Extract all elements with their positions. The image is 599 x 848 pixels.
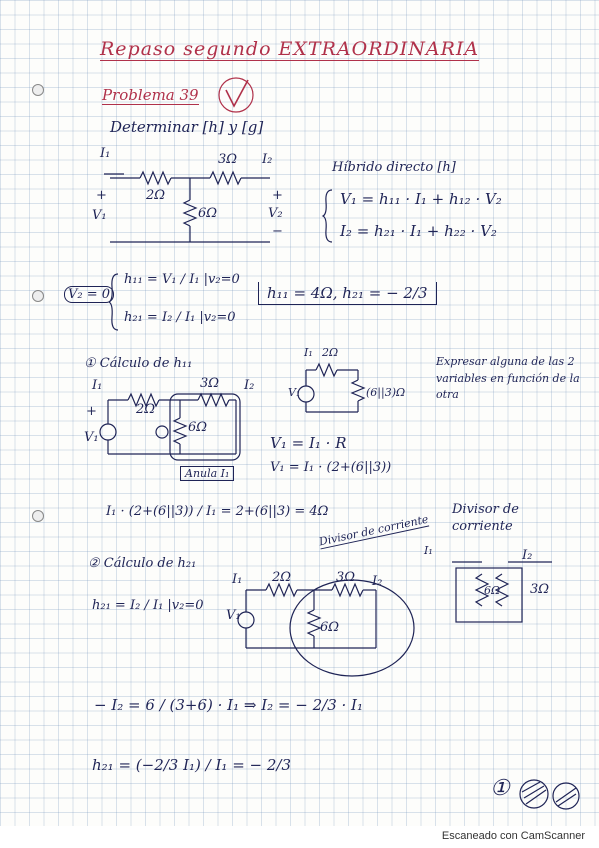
divisor-i1: I₁ bbox=[424, 544, 433, 557]
label-i1: I₁ bbox=[100, 146, 111, 161]
hybrid-eq1: V₁ = h₁₁ · I₁ + h₁₂ · V₂ bbox=[340, 190, 502, 208]
eq-circuit-i1: I₁ bbox=[304, 346, 313, 359]
binder-hole bbox=[32, 84, 44, 96]
result-box: h₁₁ = 4Ω, h₂₁ = − 2/3 bbox=[258, 282, 437, 305]
plus-right: + bbox=[272, 188, 283, 203]
divisor-title: Divisor de corriente bbox=[452, 502, 519, 534]
anula-label: Anula I₁ bbox=[180, 466, 235, 481]
step2-r3: 3Ω bbox=[336, 570, 356, 585]
step2-h21-def: h₂₁ = I₂ / I₁ |v₂=0 bbox=[92, 598, 204, 613]
hybrid-eq2: I₂ = h₂₁ · I₁ + h₂₂ · V₂ bbox=[340, 222, 497, 240]
step1-circuit bbox=[99, 392, 241, 461]
step2-eq-i2: − I₂ = 6 / (3+6) · I₁ ⇒ I₂ = − 2/3 · I₁ bbox=[94, 696, 363, 714]
h21-definition: h₂₁ = I₂ / I₁ |v₂=0 bbox=[124, 310, 236, 325]
scanner-footer: Escaneado con CamScanner bbox=[0, 826, 599, 848]
label-v1: V₁ bbox=[92, 208, 107, 223]
step2-r6: 6Ω bbox=[320, 620, 340, 635]
brace-icon bbox=[321, 189, 333, 243]
step1-r2: 2Ω bbox=[136, 402, 156, 417]
page-title: Repaso segundo EXTRAORDINARIA bbox=[100, 38, 480, 61]
step2-i1: I₁ bbox=[232, 572, 243, 587]
step1-i2: I₂ bbox=[244, 378, 255, 393]
step2-circuit bbox=[237, 579, 415, 677]
scanner-watermark: Escaneado con CamScanner bbox=[441, 830, 585, 842]
step1-label: ① Cálculo de h₁₁ bbox=[84, 356, 193, 371]
step1-eq-v1b: V₁ = I₁ · (2+(6||3)) bbox=[270, 460, 392, 475]
minus-right: − bbox=[272, 224, 283, 239]
step1-plus: + bbox=[86, 404, 97, 419]
divisor-tilted-label: Divisor de corriente bbox=[317, 512, 430, 550]
page-number: ① bbox=[490, 776, 510, 801]
label-r3: 3Ω bbox=[218, 152, 238, 167]
checkmark-icon bbox=[218, 77, 254, 113]
equivalent-circuit bbox=[297, 362, 366, 413]
step2-i2: I₂ bbox=[372, 574, 383, 589]
task-text: Determinar [h] y [g] bbox=[110, 118, 264, 136]
divisor-circuit bbox=[452, 561, 552, 623]
h11-definition: h₁₁ = V₁ / I₁ |v₂=0 bbox=[124, 272, 240, 287]
step1-r6: 6Ω bbox=[188, 420, 208, 435]
condition-box: V₂ = 0 bbox=[64, 286, 115, 303]
hybrid-label: Híbrido directo [h] bbox=[332, 160, 456, 175]
step1-calc: I₁ · (2+(6||3)) / I₁ = 2+(6||3) = 4Ω bbox=[106, 504, 329, 519]
label-r6: 6Ω bbox=[198, 206, 218, 221]
step1-note: Expresar alguna de las 2 variables en fu… bbox=[436, 355, 580, 401]
binder-hole bbox=[32, 510, 44, 522]
problem-label: Problema 39 bbox=[102, 86, 199, 105]
step2-v1: V₁ bbox=[226, 608, 241, 623]
notebook-page: Repaso segundo EXTRAORDINARIA Problema 3… bbox=[0, 0, 599, 826]
label-v2: V₂ bbox=[268, 206, 283, 221]
two-port-circuit bbox=[104, 170, 270, 243]
label-r2: 2Ω bbox=[146, 188, 166, 203]
label-i2: I₂ bbox=[262, 152, 273, 167]
step1-v1: V₁ bbox=[84, 430, 99, 445]
step2-label: ② Cálculo de h₂₁ bbox=[88, 556, 197, 571]
divisor-i2: I₂ bbox=[522, 548, 533, 563]
eq-circuit-parallel: (6||3)Ω bbox=[366, 386, 406, 399]
plus-left: + bbox=[96, 188, 107, 203]
divisor-r3: 3Ω bbox=[530, 582, 550, 597]
eq-circuit-r2: 2Ω bbox=[322, 346, 339, 359]
eq-circuit-v1: V₁ bbox=[288, 386, 301, 399]
scribble-icon bbox=[519, 779, 580, 810]
step1-i1: I₁ bbox=[92, 378, 103, 393]
brace-icon bbox=[107, 273, 119, 331]
step2-r2: 2Ω bbox=[272, 570, 292, 585]
step1-eq-v1: V₁ = I₁ · R bbox=[270, 434, 347, 452]
divisor-r6: 6Ω bbox=[484, 584, 501, 597]
binder-hole bbox=[32, 290, 44, 302]
step2-eq-h21: h₂₁ = (−2/3 I₁) / I₁ = − 2/3 bbox=[92, 756, 292, 774]
step1-r3: 3Ω bbox=[200, 376, 220, 391]
